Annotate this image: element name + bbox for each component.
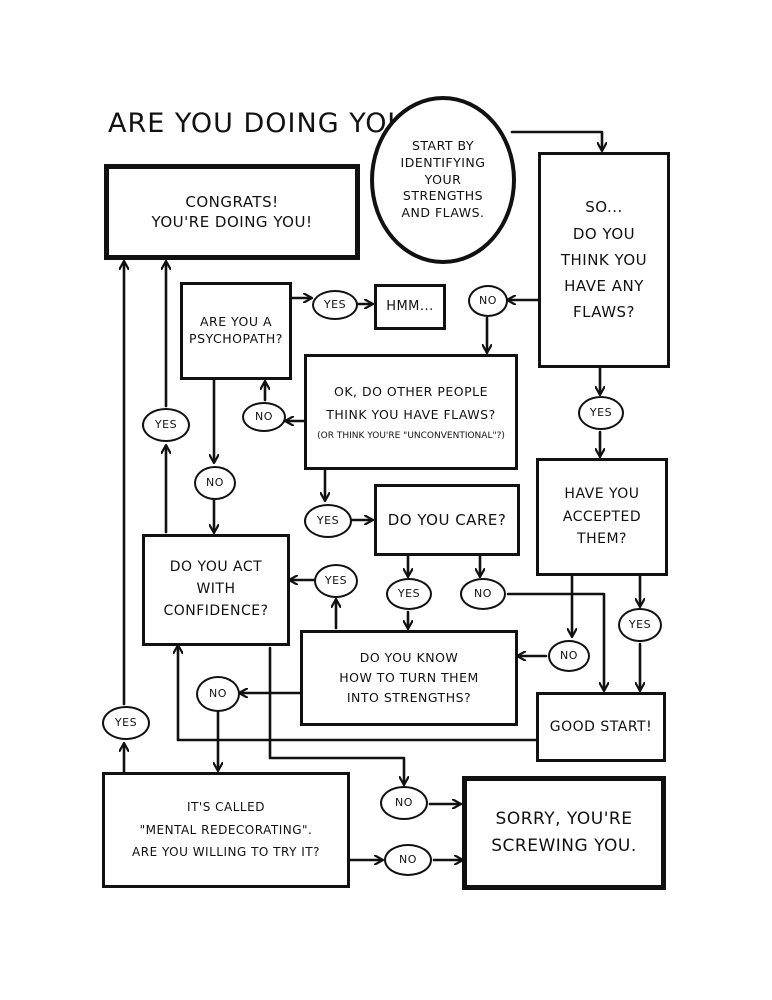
answer-yes-hmm: Yes [312,290,358,320]
page-title: Are you doing you? [108,108,424,139]
care-text: Do you care? [387,510,507,529]
accepted-text: Have you accepted them? [562,486,642,548]
answer-no-other: No [242,402,286,432]
start-text: Start by identifying your strengths and … [400,137,486,221]
answer-yes-other: Yes [304,504,352,538]
psychopath-text: Are you a psychopath? [189,314,283,346]
flaws-question-box: So... Do you think you have any flaws? [538,152,670,368]
answer-yes-redecorating: Yes [102,706,150,740]
answer-yes-flaws-label: Yes [589,405,613,419]
other-people-note: (or think you're "unconventional"?) [317,431,505,442]
answer-yes-hmm-label: Yes [323,297,347,311]
answer-yes-accepted: Yes [618,608,662,642]
answer-no-accepted-label: No [560,648,578,662]
answer-yes-redecorating-label: Yes [114,715,138,729]
arrow-start-to-flaws [510,130,602,150]
answer-no-strengths-label: No [209,686,227,700]
hmm-text: Hmm... [386,299,434,315]
confidence-text: Do you act with confidence? [163,559,269,619]
answer-yes-confidence: Yes [142,408,190,442]
answer-yes-other-label: Yes [316,513,340,527]
care-box: Do you care? [374,484,520,556]
redecorating-box: It's called "mental redecorating". Are y… [102,772,350,888]
good-start-text: Good start! [549,718,653,735]
answer-yes-confidence-label: Yes [154,417,178,431]
answer-no-redecorating: No [384,844,432,876]
accepted-box: Have you accepted them? [536,458,668,576]
answer-no-redecorating-label: No [399,852,417,866]
answer-yes-strengths-label: Yes [324,573,348,587]
other-people-box: OK, do other people think you have flaws… [304,354,518,470]
answer-no-other-label: No [255,409,273,423]
redecorating-text: It's called "mental redecorating". Are y… [132,799,320,860]
answer-no-flaws-label: No [479,293,497,307]
answer-yes-accepted-label: Yes [628,617,652,631]
answer-no-flaws: No [468,285,508,317]
psychopath-box: Are you a psychopath? [180,282,292,380]
answer-no-care: No [460,578,506,610]
start-circle: Start by identifying your strengths and … [370,96,516,264]
sorry-text: Sorry, you're screwing you. [491,808,637,856]
good-start-box: Good start! [536,692,666,762]
answer-no-care-label: No [474,586,492,600]
strengths-box: Do you know how to turn them into streng… [300,630,518,726]
arrow-confidence-to-no [268,646,404,784]
hmm-box: Hmm... [374,284,446,330]
other-people-text: OK, do other people think you have flaws… [326,384,496,422]
arrow-no-to-goodstart [506,592,604,690]
answer-no-psychopath: No [194,466,236,500]
answer-no-confidence: No [380,786,428,820]
strengths-text: Do you know how to turn them into streng… [339,650,479,705]
answer-yes-care-label: Yes [397,586,421,600]
confidence-box: Do you act with confidence? [142,534,290,646]
answer-no-psychopath-label: No [206,475,224,489]
arrow-goodstart-to-confidence [178,646,538,742]
answer-yes-strengths: Yes [314,564,358,598]
answer-no-strengths: No [196,676,240,712]
flaws-question-text: So... Do you think you have any flaws? [560,198,648,322]
sorry-box: Sorry, you're screwing you. [462,776,666,890]
congrats-box: Congrats! You're doing you! [104,164,360,260]
answer-yes-flaws: Yes [578,396,624,430]
answer-no-accepted: No [548,640,590,672]
congrats-text: Congrats! You're doing you! [151,192,313,231]
answer-no-confidence-label: No [395,795,413,809]
answer-yes-care: Yes [386,578,432,610]
